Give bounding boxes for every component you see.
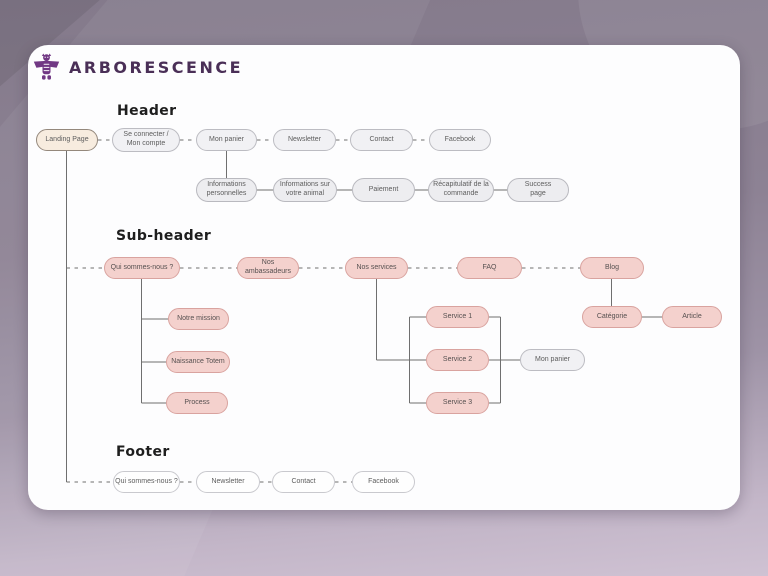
node-se-connecter[interactable]: Se connecter / Mon compte	[112, 128, 180, 152]
node-service-3[interactable]: Service 3	[426, 392, 489, 414]
node-informations-animal[interactable]: Informations sur votre animal	[273, 178, 337, 202]
node-mon-panier[interactable]: Mon panier	[196, 129, 257, 151]
node-faq[interactable]: FAQ	[457, 257, 522, 279]
node-label: Nos services	[356, 263, 397, 271]
node-categorie[interactable]: Catégorie	[582, 306, 642, 328]
node-blog[interactable]: Blog	[580, 257, 644, 279]
node-footer-newsletter[interactable]: Newsletter	[196, 471, 260, 493]
node-label: Contact	[369, 135, 394, 143]
node-facebook[interactable]: Facebook	[429, 129, 491, 151]
node-label: Service 2	[442, 355, 473, 363]
node-label: Qui sommes-nous ?	[110, 263, 174, 271]
logo: ARBORESCENCE	[33, 53, 243, 81]
node-informations-personnelles[interactable]: Informations personnelles	[196, 178, 257, 202]
node-label: Landing Page	[45, 135, 89, 143]
node-label: Paiement	[368, 185, 399, 193]
node-label: FAQ	[482, 263, 497, 271]
node-label: Success page	[524, 181, 552, 197]
node-label: Informations sur votre animal	[279, 181, 331, 197]
node-label: Nos ambassadeurs	[245, 259, 291, 275]
node-article[interactable]: Article	[662, 306, 722, 328]
node-footer-contact[interactable]: Contact	[272, 471, 335, 493]
node-notre-mission[interactable]: Notre mission	[168, 308, 229, 330]
node-label: Service 1	[442, 312, 473, 320]
node-paiement[interactable]: Paiement	[352, 178, 415, 202]
node-success-page[interactable]: Success page	[507, 178, 569, 202]
node-label: Facebook	[368, 477, 399, 485]
node-service-1[interactable]: Service 1	[426, 306, 489, 328]
node-nos-services[interactable]: Nos services	[345, 257, 408, 279]
node-footer-facebook[interactable]: Facebook	[352, 471, 415, 493]
node-label: Newsletter	[287, 135, 322, 143]
node-label: Service 3	[442, 398, 473, 406]
node-label: Process	[184, 398, 210, 406]
node-process[interactable]: Process	[166, 392, 228, 414]
node-label: Catégorie	[596, 312, 628, 320]
node-label: Facebook	[444, 135, 476, 143]
section-title-header: Header	[117, 103, 177, 119]
node-label: Blog	[604, 263, 619, 271]
section-title-subheader: Sub-header	[116, 228, 212, 244]
totem-bird-icon	[33, 53, 60, 80]
node-label: Récapitulatif de la commande	[433, 181, 489, 197]
node-mon-panier-services[interactable]: Mon panier	[520, 349, 585, 371]
node-label: Article	[682, 312, 702, 320]
node-label: Informations personnelles	[206, 181, 247, 197]
node-label: Contact	[291, 477, 316, 485]
node-footer-qui-sommes-nous[interactable]: Qui sommes-nous ?	[113, 471, 180, 493]
node-recapitulatif-commande[interactable]: Récapitulatif de la commande	[428, 178, 494, 202]
node-naissance-totem[interactable]: Naissance Totem	[166, 351, 230, 373]
node-newsletter[interactable]: Newsletter	[273, 129, 336, 151]
node-qui-sommes-nous[interactable]: Qui sommes-nous ?	[104, 257, 180, 279]
node-label: Newsletter	[211, 477, 245, 485]
node-label: Mon panier	[208, 135, 245, 143]
node-label: Notre mission	[177, 314, 220, 322]
logo-title: ARBORESCENCE	[69, 57, 244, 77]
node-label: Naissance Totem	[171, 357, 225, 365]
node-service-2[interactable]: Service 2	[426, 349, 489, 371]
node-contact[interactable]: Contact	[350, 129, 413, 151]
section-title-footer: Footer	[116, 444, 170, 460]
node-landing-page[interactable]: Landing Page	[36, 129, 98, 151]
node-nos-ambassadeurs[interactable]: Nos ambassadeurs	[237, 257, 299, 279]
node-label: Se connecter / Mon compte	[123, 131, 169, 147]
node-label: Mon panier	[534, 355, 571, 363]
node-label: Qui sommes-nous ?	[115, 477, 178, 485]
